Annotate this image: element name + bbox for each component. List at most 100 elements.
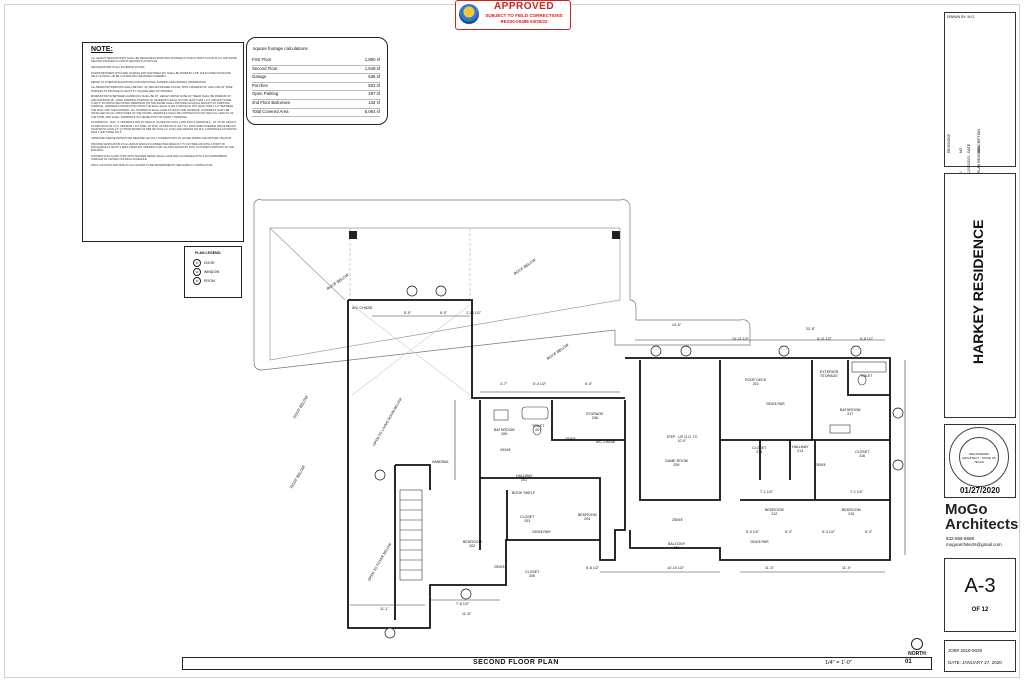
dimension-label: 1'-10 1/2" xyxy=(466,311,482,315)
door-tag: 2'6X6'8 xyxy=(494,565,505,569)
sheet-number: A-3 xyxy=(964,575,996,597)
sqft-heading: square footage calculations xyxy=(253,46,308,51)
dimension-label: 6'-0" xyxy=(585,382,593,386)
dimension-label: 22'-8" xyxy=(806,327,816,331)
stamp-subtitle: SUBJECT TO FIELD CORRECTIONS RES20-00486… xyxy=(485,13,563,24)
drawing-title: SECOND FLOOR PLAN xyxy=(473,659,559,666)
sheet-count: OF 12 xyxy=(971,607,989,613)
firm-block: MoGo Architects 832-856-6588 mogoarchite… xyxy=(944,500,1019,554)
dimension-label: 6'-8 1/2" xyxy=(860,337,874,341)
seal-date: 01/27/2020 xyxy=(959,486,1001,495)
revision-block: DRAWN BY: M.G. REVISIONS NO. DATE DESCRI… xyxy=(944,12,1016,173)
door-tag: 2'6X6'8 xyxy=(565,437,576,441)
job-info-block: JOB# 2019-0028 DATE: JANUARY 27, 2020 xyxy=(944,640,1016,672)
dimension-label: 11'-4" xyxy=(765,566,774,570)
dimension-label: 5'-3 1/2" xyxy=(746,530,760,534)
project-name: HARKEY RESIDENCE xyxy=(970,219,986,364)
architect-seal-block: REGISTERED ARCHITECT - STATE OF TEXAS 01… xyxy=(944,424,1016,498)
room-label: EXTERIOR STORAGE xyxy=(819,370,839,378)
door-tag: 2'6X6'8 xyxy=(500,448,511,452)
legend-title: PLAN LEGEND: xyxy=(195,251,222,255)
sheet-number-block: A-3 OF 12 xyxy=(944,558,1016,632)
drawing-title-bar: SECOND FLOOR PLAN 1/4" = 1'-0" 01 xyxy=(182,657,932,670)
dimension-label: 6'-0" xyxy=(440,311,448,315)
dimension-label: 5'-0" xyxy=(404,311,412,315)
dimension-label: 14'-0" xyxy=(672,323,682,327)
dimension-label: 7'-1 1/2" xyxy=(850,490,864,494)
room-label: BOOK SHELF xyxy=(512,491,535,495)
drawn-by: DRAWN BY: M.G. xyxy=(947,15,976,19)
project-block: HARKEY RESIDENCE xyxy=(944,173,1016,418)
general-notes: NOTE: ALL HEIGHT DESIGNATIONS SHALL BE M… xyxy=(82,42,244,242)
revisions-label: REVISIONS xyxy=(947,133,951,153)
room-label: A/C CHASE xyxy=(596,440,616,444)
door-tag: 2'8X6'8 xyxy=(815,463,826,467)
dimension-label: 4'-7" xyxy=(500,382,508,386)
step-note: STEP - UP CLG. TO 10'-0" xyxy=(666,435,698,443)
dimension-label: 14'-10 1/2" xyxy=(667,566,685,570)
door-tag: 2'8X6'8 xyxy=(672,518,683,522)
job-number: JOB# 2019-0028 xyxy=(948,648,983,653)
dimension-label: 6'-3" xyxy=(785,530,793,534)
north-arrow-icon xyxy=(911,638,923,650)
dimension-label: 6'-11 1/2" xyxy=(817,337,832,341)
dimension-label: 5'-3 1/2" xyxy=(822,530,836,534)
firm-phone: 832-856-6588 xyxy=(946,536,975,541)
door-tag: 2'6X6'8 PAIR xyxy=(750,540,769,544)
ac-chase-label: A/C CHASE xyxy=(352,306,373,310)
dimension-label: 11'-4" xyxy=(842,566,851,570)
dimension-label: 11'-8" xyxy=(462,612,471,616)
floor-plan-drawing xyxy=(253,199,906,639)
drawing-number: 01 xyxy=(905,659,912,665)
room-label: TOILET xyxy=(860,374,873,378)
drawing-scale: 1/4" = 1'-0" xyxy=(825,660,852,666)
dimension-label: 11'-1" xyxy=(380,607,389,611)
dimension-label: 5'-4 1/2" xyxy=(533,382,547,386)
notes-body: ALL HEIGHT DESIGNATIONS SHALL BE MEASURE… xyxy=(91,57,237,168)
dimension-label: 6'-3" xyxy=(865,530,873,534)
approved-stamp: APPROVED SUBJECT TO FIELD CORRECTIONS RE… xyxy=(455,0,571,30)
dimension-label: 6'-8 1/2" xyxy=(586,566,600,570)
door-tag: 2'6X6'8 PAIR xyxy=(766,402,785,406)
north-arrow: NORTH xyxy=(906,638,928,657)
dimension-label: 7'-1 1/2" xyxy=(760,490,774,494)
dimension-label: 7'-8 1/2" xyxy=(456,602,470,606)
architect-seal-icon: REGISTERED ARCHITECT - STATE OF TEXAS xyxy=(949,427,1009,487)
firm-email: mogoarchitects@gmail.com xyxy=(946,542,1002,547)
stamp-title: APPROVED xyxy=(493,1,555,12)
city-seal-icon xyxy=(459,4,479,24)
handrail-label: HANDRAIL xyxy=(432,460,450,464)
job-date: DATE: JANUARY 27, 2020 xyxy=(948,660,1002,665)
firm-logo: MoGo Architects xyxy=(945,501,1019,533)
door-tag: 2'6X6'8 PAIR xyxy=(532,530,551,534)
